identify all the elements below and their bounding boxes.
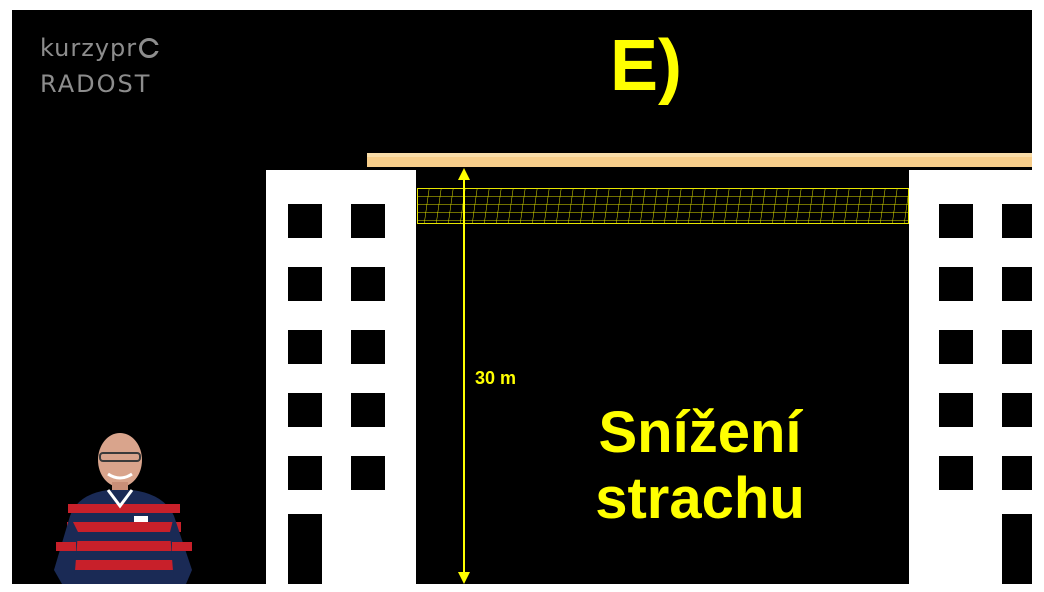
window bbox=[351, 267, 385, 301]
window bbox=[1002, 330, 1032, 364]
window bbox=[1002, 204, 1032, 238]
window bbox=[351, 330, 385, 364]
height-label: 30 m bbox=[475, 368, 517, 388]
window bbox=[288, 456, 322, 490]
window bbox=[1002, 267, 1032, 301]
window bbox=[939, 330, 973, 364]
presenter-image bbox=[54, 433, 192, 584]
logo-subtitle: RADOST bbox=[40, 70, 152, 98]
window bbox=[351, 393, 385, 427]
window bbox=[288, 393, 322, 427]
caption-line-2: strachu bbox=[595, 466, 805, 531]
window bbox=[939, 204, 973, 238]
window bbox=[939, 393, 973, 427]
window bbox=[288, 267, 322, 301]
roof-plank bbox=[367, 153, 1032, 167]
door bbox=[1002, 514, 1032, 584]
window bbox=[288, 330, 322, 364]
window bbox=[1002, 393, 1032, 427]
kurzypro-logo-icon bbox=[139, 38, 162, 58]
height-arrow-icon bbox=[458, 168, 470, 584]
window bbox=[1002, 456, 1032, 490]
window bbox=[351, 456, 385, 490]
logo-brand: kurzypr bbox=[40, 34, 162, 62]
slide-title: E) bbox=[610, 26, 682, 106]
window bbox=[351, 204, 385, 238]
window bbox=[939, 456, 973, 490]
video-frame: kurzypr RADOST E) bbox=[12, 10, 1032, 584]
door bbox=[288, 514, 322, 584]
left-building bbox=[266, 170, 416, 584]
caption-line-1: Snížení bbox=[598, 400, 802, 465]
safety-net-icon bbox=[417, 188, 909, 224]
slide-caption: Snížení strachu bbox=[570, 400, 830, 532]
right-building bbox=[909, 170, 1032, 584]
window bbox=[939, 267, 973, 301]
kurzypro-logo: kurzypr RADOST bbox=[40, 34, 162, 98]
logo-brand-text: kurzypr bbox=[40, 34, 138, 62]
window bbox=[288, 204, 322, 238]
